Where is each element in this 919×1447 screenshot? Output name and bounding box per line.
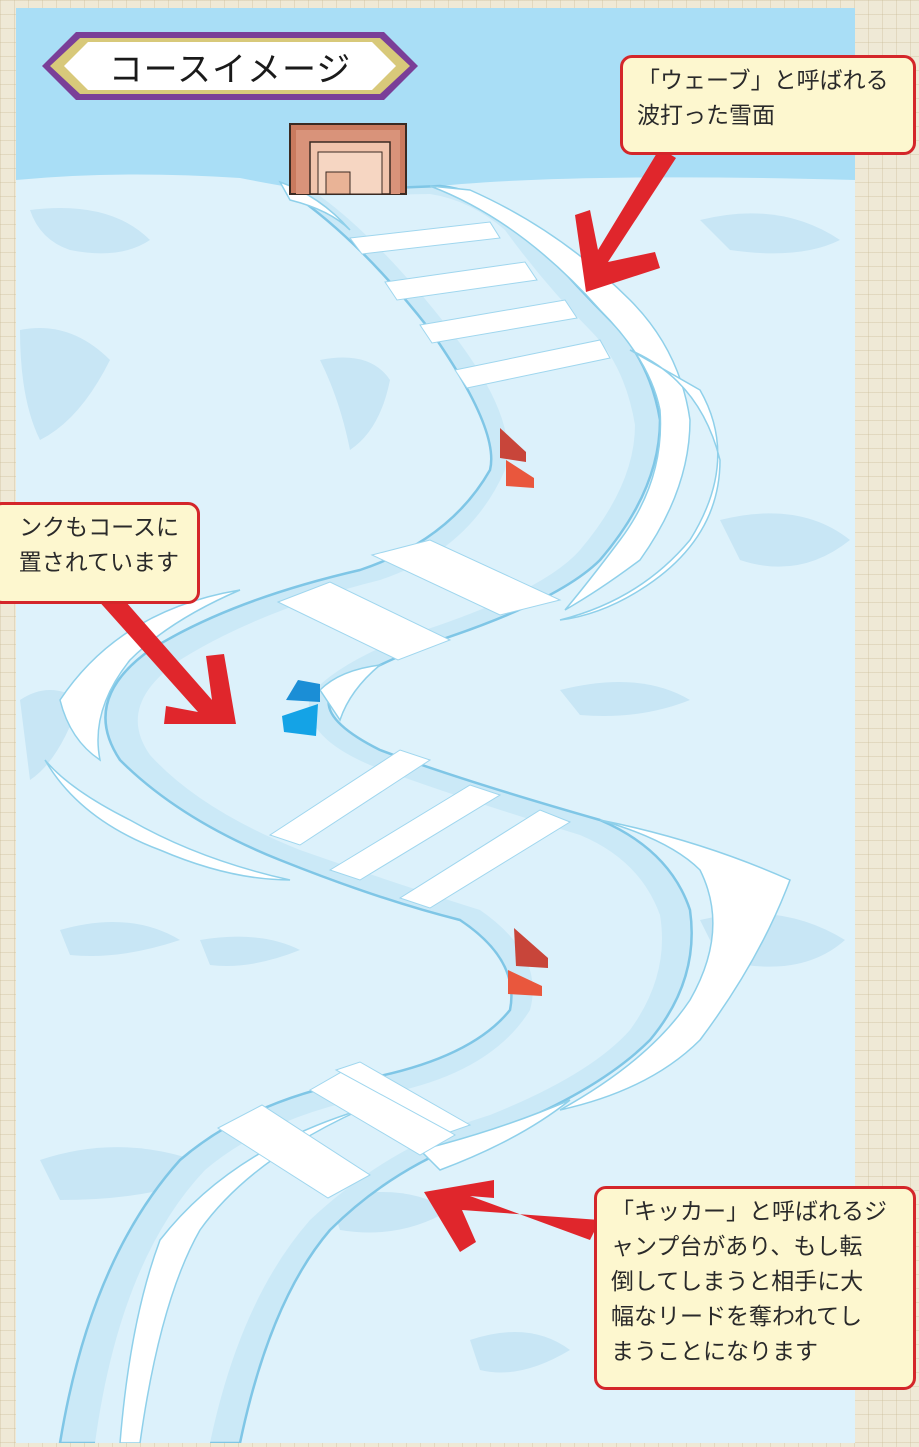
banner-frame bbox=[42, 32, 418, 100]
annotation-arrows bbox=[96, 148, 676, 1252]
wave-callout: 「ウェーブ」と呼ばれる 波打った雪面 bbox=[620, 55, 916, 155]
gate-red-2 bbox=[508, 928, 548, 996]
start-house bbox=[289, 123, 407, 195]
title-banner: コースイメージ bbox=[40, 28, 420, 104]
course-surface bbox=[95, 194, 662, 1443]
kicker-ramps bbox=[217, 221, 611, 1199]
page-title: コースイメージ bbox=[108, 49, 352, 90]
gate-blue bbox=[282, 680, 320, 736]
gate-red-1 bbox=[500, 428, 534, 488]
kicker-callout: 「キッカー」と呼ばれるジ ャンプ台があり、もし転 倒してしまうと相手に大 幅なリ… bbox=[594, 1186, 916, 1390]
snow-banks bbox=[44, 180, 791, 1444]
bank-callout: ンクもコースに 置されています bbox=[0, 502, 200, 604]
